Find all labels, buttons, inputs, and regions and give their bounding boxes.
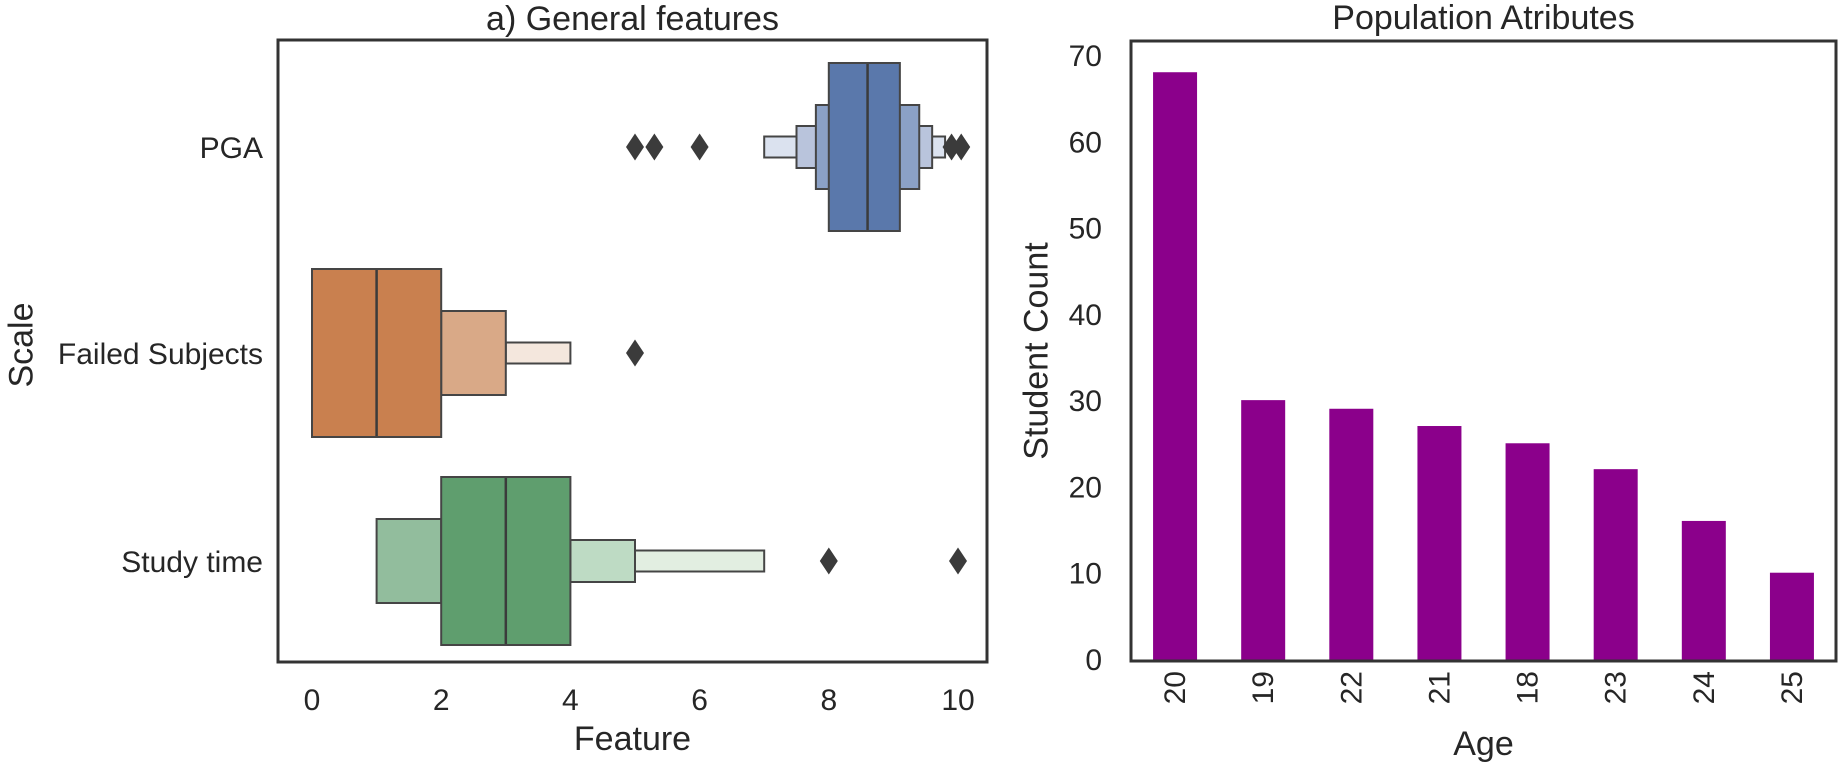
x-tick-label: 2 <box>433 684 450 717</box>
y-tick-label: 30 <box>1069 385 1102 418</box>
outlier-marker <box>952 133 971 161</box>
boxen-box <box>569 539 637 583</box>
bar-20 <box>1153 72 1198 661</box>
bar-yaxis-label: Student Count <box>1017 242 1056 460</box>
y-tick-label: 40 <box>1069 299 1102 332</box>
outlier-marker <box>626 133 644 161</box>
x-tick-label: 18 <box>1512 671 1545 704</box>
bar-21 <box>1417 426 1462 661</box>
outlier-marker <box>626 339 644 367</box>
outlier-marker <box>690 133 709 161</box>
x-tick-label: 22 <box>1335 671 1368 704</box>
outlier-marker <box>645 133 664 161</box>
y-tick-label: 60 <box>1069 126 1102 159</box>
x-tick-label: 4 <box>562 684 579 717</box>
boxen-xaxis-label: Feature <box>573 720 692 758</box>
category-tick-label: Failed Subjects <box>58 338 263 371</box>
bar-25 <box>1769 572 1814 661</box>
y-tick-label: 10 <box>1069 558 1102 591</box>
x-tick-label: 8 <box>820 684 837 717</box>
bar-axes-frame <box>1129 39 1838 663</box>
x-tick-label: 23 <box>1600 671 1633 704</box>
boxen-box <box>375 518 443 604</box>
x-tick-label: 10 <box>941 684 974 717</box>
boxen-axes-frame <box>276 38 989 664</box>
y-tick-label: 0 <box>1085 644 1102 677</box>
x-tick-label: 21 <box>1423 671 1456 704</box>
y-tick-label: 70 <box>1069 40 1102 73</box>
x-tick-label: 6 <box>691 684 708 717</box>
boxen-chart-title: a) General features <box>486 0 779 38</box>
boxen-yaxis-label: Scale <box>2 302 41 388</box>
bar-19 <box>1241 400 1286 661</box>
boxen-box <box>634 549 766 573</box>
x-tick-label: 19 <box>1247 671 1280 704</box>
category-tick-label: PGA <box>200 132 263 165</box>
outlier-marker <box>942 133 961 161</box>
outlier-marker <box>819 547 838 575</box>
y-tick-label: 50 <box>1069 213 1102 246</box>
x-tick-label: 25 <box>1776 671 1809 704</box>
category-tick-label: Study time <box>121 546 263 579</box>
bar-23 <box>1593 469 1638 661</box>
x-tick-label: 20 <box>1159 671 1192 704</box>
bar-22 <box>1329 408 1374 661</box>
outlier-marker <box>949 547 967 575</box>
x-tick-label: 24 <box>1688 671 1721 704</box>
bar-24 <box>1681 520 1726 661</box>
boxen-box <box>440 310 507 396</box>
bar-18 <box>1505 443 1550 661</box>
boxen-box <box>827 62 901 232</box>
boxen-box <box>504 341 572 365</box>
y-tick-label: 20 <box>1069 471 1102 504</box>
x-tick-label: 0 <box>304 684 321 717</box>
bar-chart-title: Population Atributes <box>1332 0 1635 37</box>
bar-xaxis-label: Age <box>1453 725 1514 763</box>
